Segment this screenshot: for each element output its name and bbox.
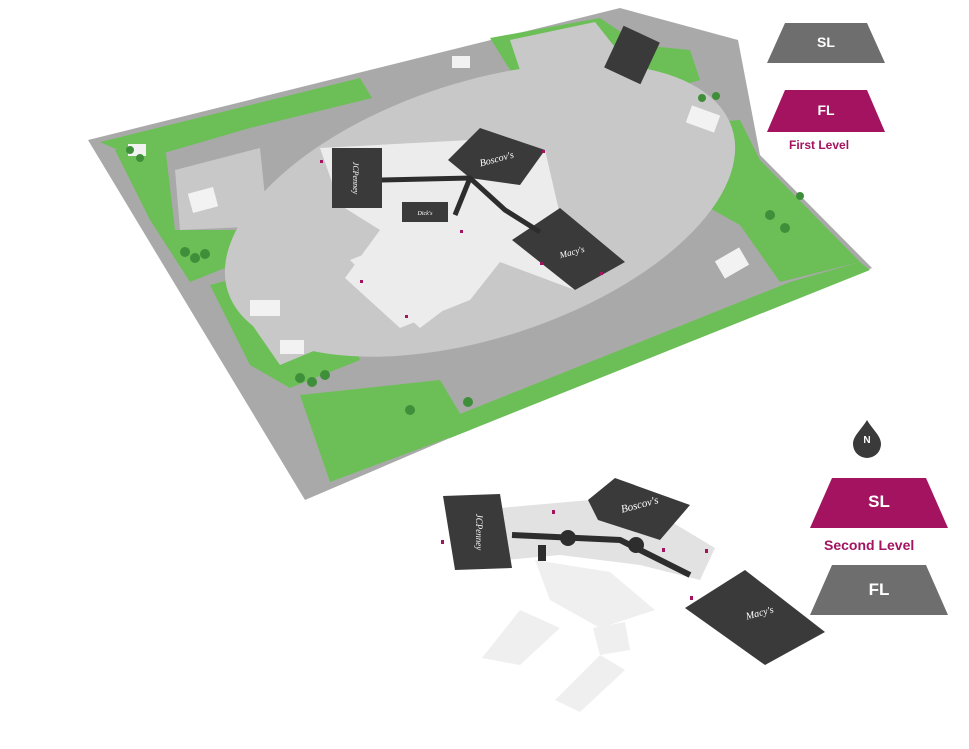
- mall-corridor-path: [452, 177, 473, 216]
- top-sl-button-shape: [767, 23, 885, 63]
- bottom-fl-button-label: FL: [868, 580, 890, 599]
- top-sl-button-label: SL: [817, 34, 835, 50]
- store-entrance-markers: [320, 150, 603, 318]
- sl-anchor-jcpenney[interactable]: JCPenney: [443, 494, 512, 570]
- bottom-fl-button-shape: [810, 565, 948, 615]
- north-arrow-icon: N: [849, 418, 885, 458]
- second-level-map: JCPenney Boscov's Macy's: [441, 478, 825, 712]
- lower-level-ghost: [482, 610, 560, 665]
- outbuilding: [714, 247, 750, 279]
- grass-north: [100, 78, 372, 160]
- bottom-sl-button-label: SL: [868, 492, 890, 511]
- top-sl-button[interactable]: SL: [767, 23, 885, 63]
- top-fl-button[interactable]: FL: [767, 90, 885, 132]
- north-arrow-label: N: [863, 435, 871, 446]
- sl-anchor-macys[interactable]: Macy's: [685, 570, 825, 665]
- anchor-center[interactable]: Dick's: [402, 202, 448, 222]
- top-fl-button-label: FL: [817, 102, 835, 118]
- north-arrow-shape: [853, 420, 881, 458]
- outbuilding: [250, 300, 280, 316]
- mall-corridor-path: [381, 175, 542, 235]
- anchor-jcpenney[interactable]: JCPenney: [332, 148, 382, 208]
- outbuilding: [187, 186, 219, 214]
- outbuilding: [685, 105, 721, 133]
- anchor-jcpenney-label: JCPenney: [351, 162, 360, 195]
- anchor-macys[interactable]: Macy's: [512, 208, 625, 290]
- anchor-center-label: Dick's: [417, 211, 434, 217]
- bottom-level-caption: Second Level: [824, 537, 915, 553]
- grass-south: [300, 380, 470, 482]
- bottom-sl-button[interactable]: SL: [810, 478, 948, 528]
- sl-court: [628, 537, 644, 553]
- lower-level-ghost: [535, 560, 655, 628]
- outbuilding: [452, 56, 470, 68]
- lower-level-ghost: [593, 622, 630, 655]
- outbuilding: [280, 340, 304, 354]
- sl-corridor-path: [511, 532, 692, 578]
- tree-clusters: [126, 92, 804, 415]
- bottom-sl-button-shape: [810, 478, 948, 528]
- top-fl-button-shape: [767, 90, 885, 132]
- anchor-boscovs[interactable]: Boscov's: [448, 128, 545, 185]
- sl-store-entrance-markers: [441, 510, 708, 600]
- first-level-site-map: JCPenney Boscov's Macy's Dick's: [88, 8, 872, 500]
- bottom-fl-button[interactable]: FL: [810, 565, 948, 615]
- sl-escalator: [538, 545, 546, 561]
- mall-wing-south: [400, 272, 470, 328]
- sl-court: [560, 530, 576, 546]
- mall-corridors: [320, 140, 620, 328]
- sl-anchor-jcpenney-label: JCPenney: [474, 514, 484, 550]
- top-level-caption: First Level: [789, 138, 850, 152]
- grass-southeast: [445, 262, 870, 438]
- lower-level-ghost: [555, 655, 625, 712]
- sl-anchor-boscovs[interactable]: Boscov's: [588, 478, 690, 540]
- mall-wing-south: [350, 232, 440, 290]
- outbuilding: [604, 25, 660, 85]
